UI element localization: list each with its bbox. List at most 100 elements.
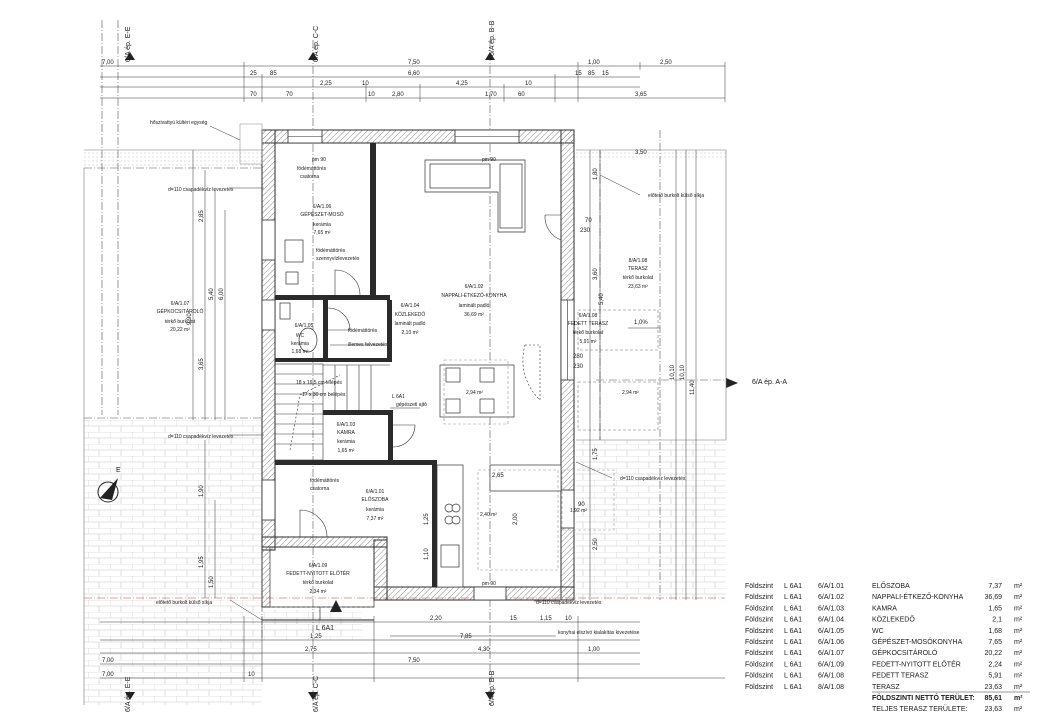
table-cell-area: 7,65 <box>988 639 1002 646</box>
sheet-marker-icon <box>330 600 342 612</box>
gravel-strip-top <box>84 150 264 168</box>
table-cell-room-name: NAPPALI-ÉTKEZŐ-KONYHA <box>872 592 964 601</box>
table-cell-code: L 6A1 <box>784 583 802 590</box>
svg-text:pm 90: pm 90 <box>482 581 496 587</box>
svg-text:11,40: 11,40 <box>690 380 696 395</box>
table-cell-room-id: 6/A/1.08 <box>818 673 844 680</box>
table-cell-unit: m² <box>1014 661 1023 668</box>
svg-text:2,80: 2,80 <box>392 92 404 98</box>
svg-text:térkő burkolat: térkő burkolat <box>165 319 196 325</box>
svg-text:hőszivattyú kültéri egység: hőszivattyú kültéri egység <box>150 120 207 126</box>
table-cell-level: Földszint <box>745 628 773 635</box>
svg-text:6/A/1.03: 6/A/1.03 <box>337 422 356 428</box>
svg-text:5,40: 5,40 <box>209 288 215 300</box>
entrance-porch <box>261 546 375 620</box>
table-cell-level: Földszint <box>745 583 773 590</box>
table-cell-room-name: GÉPÉSZET-MOSÓKONYHA <box>872 637 963 646</box>
table-cell-area: 20,22 <box>984 650 1002 657</box>
svg-text:5,40: 5,40 <box>599 293 605 305</box>
table-terrace-value: 23,63 <box>984 706 1002 713</box>
section-marker-top-cc <box>308 52 318 60</box>
section-marker-top-ee <box>125 52 135 60</box>
svg-text:230: 230 <box>580 228 591 234</box>
svg-text:1,75: 1,75 <box>593 448 599 460</box>
svg-text:60: 60 <box>518 92 525 98</box>
table-cell-room-id: 6/A/1.01 <box>818 583 844 590</box>
table-cell-area: 1,68 <box>988 628 1002 635</box>
table-cell-level: Földszint <box>745 661 773 668</box>
axis-bb-top: 6/A ép. B-B <box>489 20 496 56</box>
svg-text:5,91 m²: 5,91 m² <box>580 339 597 345</box>
svg-text:2,85: 2,85 <box>199 210 205 222</box>
svg-text:födémáttörés: födémáttörés <box>348 328 378 334</box>
left-dimension-texts: 9,90 3,65 2,85 5,40 6,00 1,90 1,95 1,50 <box>187 210 225 588</box>
svg-text:1,00: 1,00 <box>588 647 600 653</box>
table-cell-code: L 6A1 <box>784 639 802 646</box>
svg-text:6/A/1.01: 6/A/1.01 <box>366 489 385 495</box>
svg-text:konyhai elszívó kialakítás kiv: konyhai elszívó kialakítás kivezetése <box>558 630 640 636</box>
svg-text:10: 10 <box>248 672 255 678</box>
svg-text:d=110 csapadékvíz levezetés: d=110 csapadékvíz levezetés <box>620 476 686 482</box>
inner-dimension-texts: 3,50 70 230 280 230 90 2,65 2,00 1,10 1,… <box>424 150 660 560</box>
table-cell-unit: m² <box>1014 628 1023 635</box>
svg-text:6/A/1.02: 6/A/1.02 <box>465 284 484 290</box>
svg-text:kerámia: kerámia <box>366 507 384 513</box>
svg-text:L 6A1: L 6A1 <box>316 625 334 632</box>
svg-text:1,65 m²: 1,65 m² <box>338 448 355 454</box>
svg-text:előtető burkolt külső síkja: előtető burkolt külső síkja <box>156 600 212 606</box>
table-cell-room-name: GÉPKOCSITÁROLÓ <box>872 648 938 657</box>
bottom-dimension-texts: 2,20 15 1,15 10 1,25 7,85 2,75 4,30 1,00… <box>102 616 600 678</box>
table-cell-room-id: 6/A/1.07 <box>818 650 844 657</box>
svg-text:8/A/1.08: 8/A/1.08 <box>629 258 648 264</box>
section-marker-bottom-ee <box>125 692 135 700</box>
svg-text:2,65: 2,65 <box>492 473 504 479</box>
table-cell-level: Földszint <box>745 594 773 601</box>
table-cell-code: L 6A1 <box>784 605 802 612</box>
table-cell-code: L 6A1 <box>784 628 802 635</box>
svg-text:7,65 m²: 7,65 m² <box>314 230 331 236</box>
table-cell-level: Földszint <box>745 617 773 624</box>
top-dimension-texts: 7,00 7,50 1,00 2,50 6,60 25 85 15 85 15 … <box>102 60 672 98</box>
left-dimensions <box>192 150 226 598</box>
bottom-dimensions <box>100 616 725 682</box>
svg-text:70: 70 <box>585 218 592 224</box>
table-cell-area: 7,37 <box>988 583 1002 590</box>
svg-text:6,00: 6,00 <box>219 288 225 300</box>
svg-text:illemes felvezetés: illemes felvezetés <box>348 342 388 348</box>
table-cell-room-name: FEDETT-NYITOTT ELŐTÉR <box>872 659 961 668</box>
table-total-label: FÖLDSZINTI NETTÓ TERÜLET: <box>872 693 975 702</box>
table-cell-unit: m² <box>1014 673 1023 680</box>
svg-text:gépészeti ajtó: gépészeti ajtó <box>396 402 427 408</box>
svg-text:6,60: 6,60 <box>408 71 420 77</box>
svg-text:10,10: 10,10 <box>680 364 686 380</box>
axis-bb-bottom: 6/A ép. B-B <box>489 670 496 706</box>
svg-text:6/A/1.04: 6/A/1.04 <box>401 303 420 309</box>
table-total-value: 85,61 <box>984 695 1002 702</box>
svg-text:2,94 m²: 2,94 m² <box>622 390 639 396</box>
svg-text:36,69 m²: 36,69 m² <box>464 312 484 318</box>
table-cell-level: Földszint <box>745 605 773 612</box>
room-gepkocsi: 6/A/1.07 GÉPKOCSITÁROLÓ térkő burkolat 2… <box>157 301 204 333</box>
table-cell-code: L 6A1 <box>784 617 802 624</box>
room-kozlekedo: 6/A/1.04 KÖZLEKEDŐ laminált padló 2,10 m… <box>395 303 426 336</box>
svg-text:ELŐSZOBA: ELŐSZOBA <box>362 496 390 503</box>
table-cell-level: Földszint <box>745 684 773 691</box>
svg-text:1,95: 1,95 <box>199 556 205 568</box>
svg-text:térkő burkolat: térkő burkolat <box>573 330 604 336</box>
svg-text:85: 85 <box>270 71 277 77</box>
table-cell-room-name: ELŐSZOBA <box>872 581 910 590</box>
svg-text:3,65: 3,65 <box>199 358 205 370</box>
svg-text:2,10 m²: 2,10 m² <box>402 330 419 336</box>
axis-ee-top: 6/A ép. E-E <box>125 26 132 62</box>
table-cell-unit: m² <box>1014 639 1023 646</box>
svg-text:17 x 30 cm belépés: 17 x 30 cm belépés <box>302 392 346 398</box>
svg-text:2,00: 2,00 <box>513 513 519 525</box>
svg-text:20,22 m²: 20,22 m² <box>170 327 190 333</box>
table-cell-area: 2,1 <box>992 617 1002 624</box>
svg-text:2,50: 2,50 <box>593 538 599 550</box>
svg-text:7,37 m²: 7,37 m² <box>367 516 384 522</box>
kitchen-counter <box>436 464 562 588</box>
dashed-areas <box>443 359 615 571</box>
svg-text:födémáttörés: födémáttörés <box>316 248 346 254</box>
room-eloszoba: 6/A/1.01 ELŐSZOBA kerámia 7,37 m² <box>362 489 390 522</box>
